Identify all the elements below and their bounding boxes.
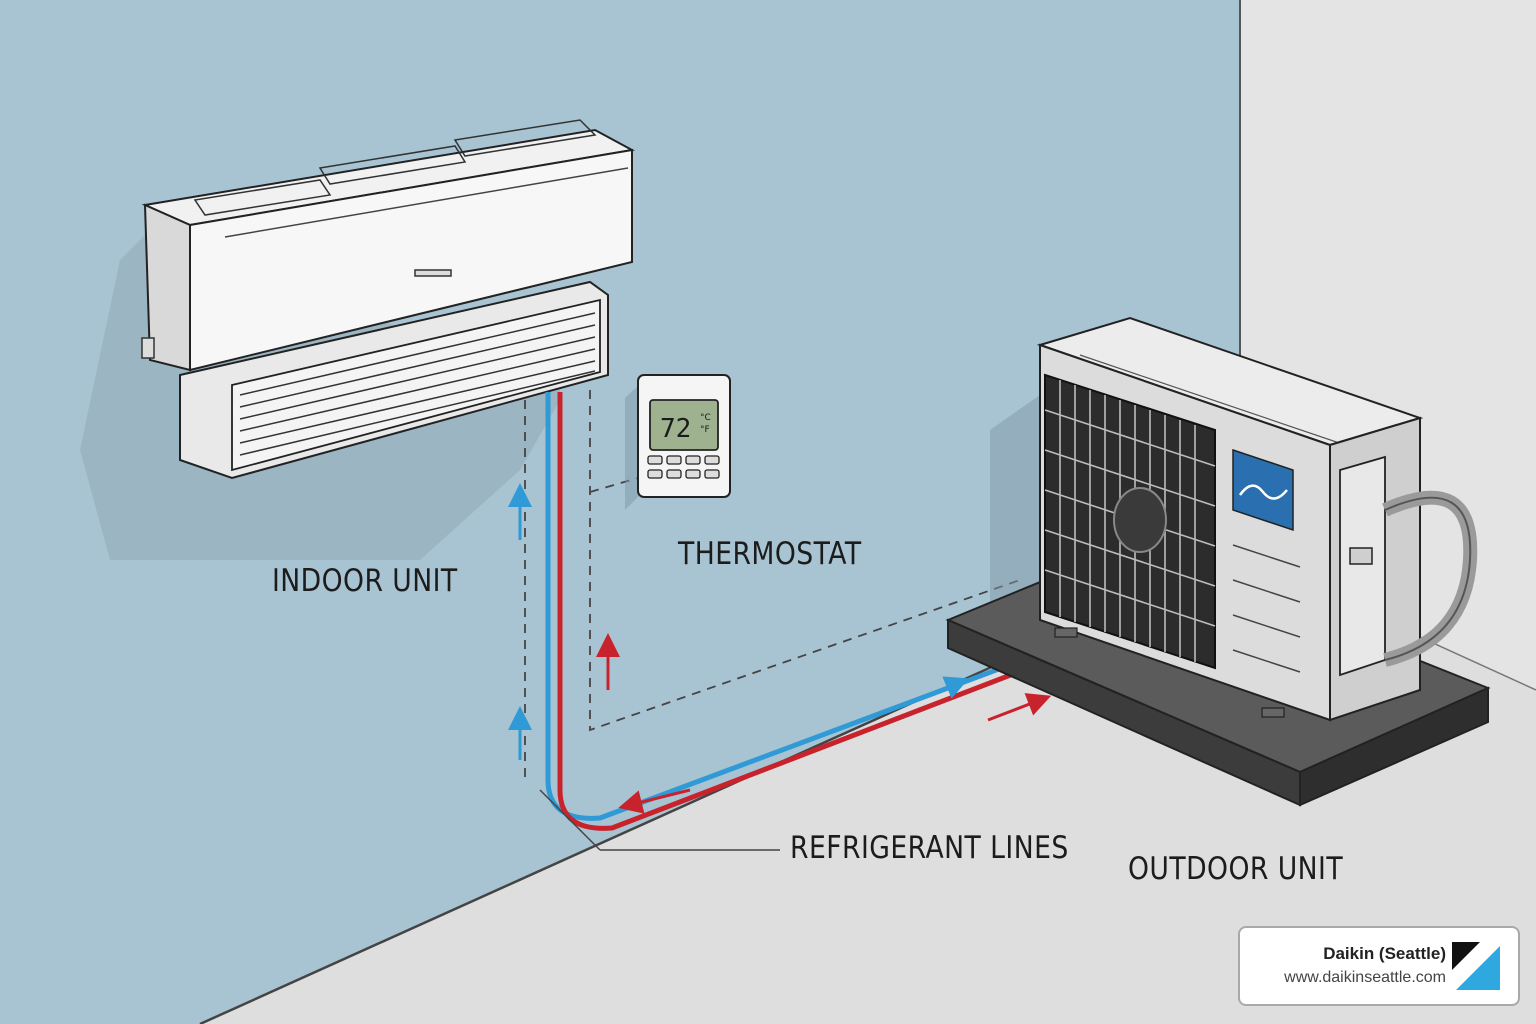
indoor-unit xyxy=(141,119,636,480)
brand-name: Daikin (Seattle) xyxy=(1323,944,1446,963)
thermostat-buttons xyxy=(647,455,720,479)
fan-hub xyxy=(1113,487,1167,553)
service-cover xyxy=(1339,455,1386,677)
outdoor-unit xyxy=(1036,316,1478,722)
grille-bars xyxy=(1044,380,1216,662)
brand-badge[interactable]: Daikin (Seattle) www.daikinseattle.com xyxy=(1238,926,1520,1006)
indoor-indicator xyxy=(414,269,452,277)
arrow-icon xyxy=(618,788,691,814)
outdoor-shadow xyxy=(990,395,1040,640)
arrow-icon xyxy=(904,676,970,707)
thermostat-label: THERMOSTAT xyxy=(678,536,862,572)
indoor-unit-label: INDOOR UNIT xyxy=(272,563,458,599)
flow-arrows xyxy=(508,483,1052,814)
refrigerant-lines xyxy=(539,392,1103,851)
outdoor-unit-label: OUTDOOR UNIT xyxy=(1128,851,1344,887)
outdoor-logo-panel xyxy=(1232,448,1294,532)
access-panel xyxy=(1232,544,1301,673)
thermostat-temp: 72 xyxy=(660,414,691,444)
thermostat-unit-c: °C xyxy=(700,413,711,423)
daikin-triangle-icon xyxy=(1452,942,1502,992)
thermostat-device: 72 °C °F xyxy=(625,374,731,510)
wave-logo-icon xyxy=(1238,484,1288,500)
control-wire xyxy=(524,390,1021,780)
thermostat-lcd xyxy=(649,399,719,451)
brand-url[interactable]: www.daikinseattle.com xyxy=(1284,969,1446,986)
thermostat-unit-f: °F xyxy=(700,425,710,435)
refrigerant-lines-label: REFRIGERANT LINES xyxy=(790,830,1069,866)
arrow-icon xyxy=(987,693,1052,722)
